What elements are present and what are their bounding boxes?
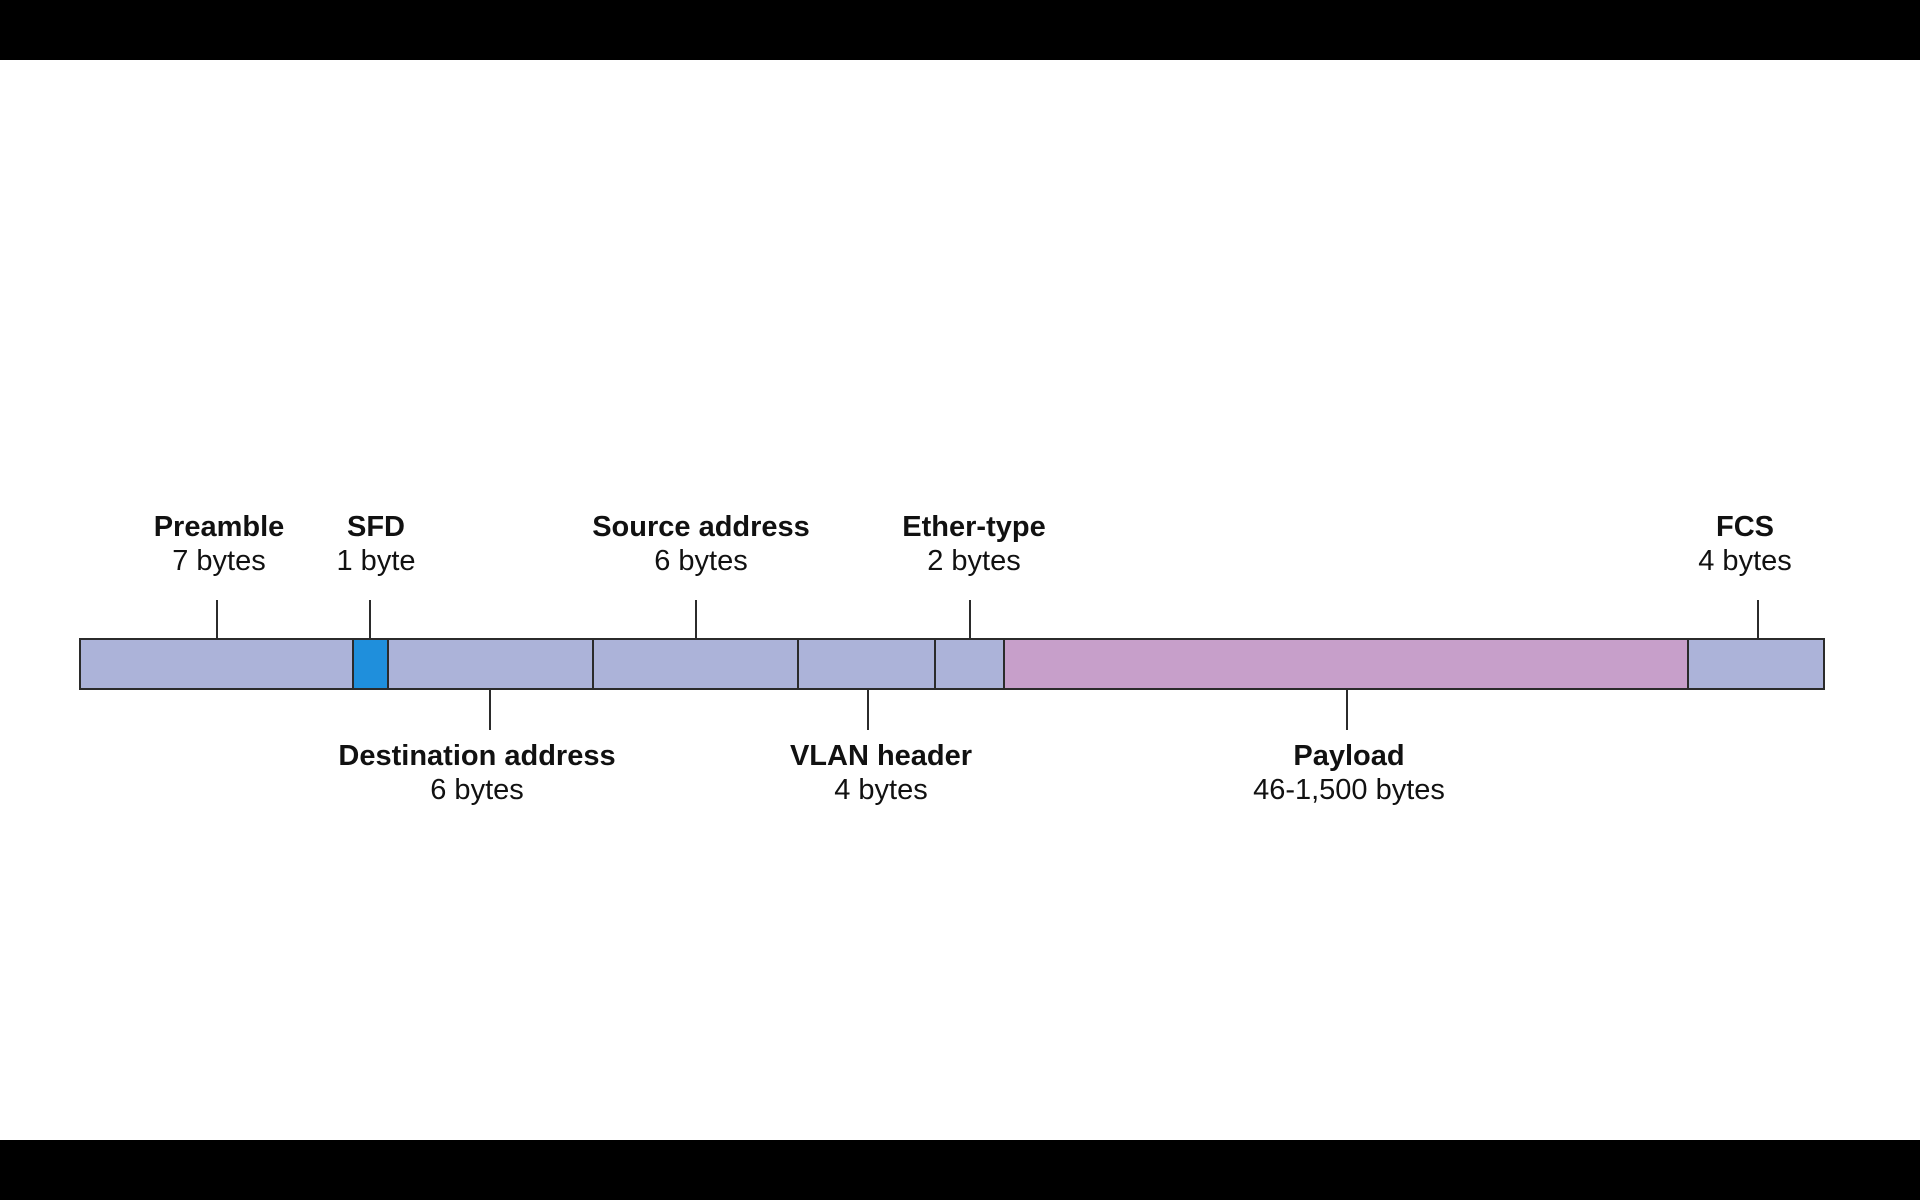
field-sfd [354,640,389,688]
label-payload-name: Payload [1293,740,1405,772]
label-vlan-header-size: 4 bytes [834,774,928,806]
label-fcs: FCS 4 bytes [1698,510,1792,578]
label-sfd-size: 1 byte [336,545,416,577]
field-payload [1005,640,1689,688]
tick-fcs [1757,600,1759,638]
label-vlan-header: VLAN header 4 bytes [790,739,972,807]
label-ether-type-name: Ether-type [902,511,1046,543]
tick-payload [1346,690,1348,730]
field-ether-type [936,640,1005,688]
tick-ether-type [969,600,971,638]
label-preamble: Preamble 7 bytes [154,510,285,578]
label-ether-type-size: 2 bytes [927,545,1021,577]
label-fcs-name: FCS [1716,511,1774,543]
field-preamble [81,640,354,688]
diagram-canvas: Preamble 7 bytes SFD 1 byte Source addre… [0,60,1920,1140]
label-preamble-size: 7 bytes [172,545,266,577]
label-fcs-size: 4 bytes [1698,545,1792,577]
label-destination-address-size: 6 bytes [430,774,524,806]
field-source-address [594,640,799,688]
label-ether-type: Ether-type 2 bytes [902,510,1045,578]
label-preamble-name: Preamble [153,511,285,543]
label-source-address-name: Source address [592,511,810,543]
label-payload: Payload 46-1,500 bytes [1253,739,1445,807]
label-destination-address-name: Destination address [338,740,616,772]
field-destination-address [389,640,594,688]
tick-destination-address [489,690,491,730]
tick-sfd [369,600,371,638]
ethernet-frame-bar [79,638,1825,690]
label-destination-address: Destination address 6 bytes [338,739,615,807]
label-payload-size: 46-1,500 bytes [1253,774,1445,806]
tick-preamble [216,600,218,638]
field-vlan-header [799,640,936,688]
field-fcs [1689,640,1823,688]
label-source-address: Source address 6 bytes [592,510,810,578]
tick-source-address [695,600,697,638]
label-sfd: SFD 1 byte [337,510,416,578]
label-source-address-size: 6 bytes [654,545,748,577]
label-sfd-name: SFD [347,511,405,543]
label-vlan-header-name: VLAN header [789,740,973,772]
tick-vlan-header [867,690,869,730]
